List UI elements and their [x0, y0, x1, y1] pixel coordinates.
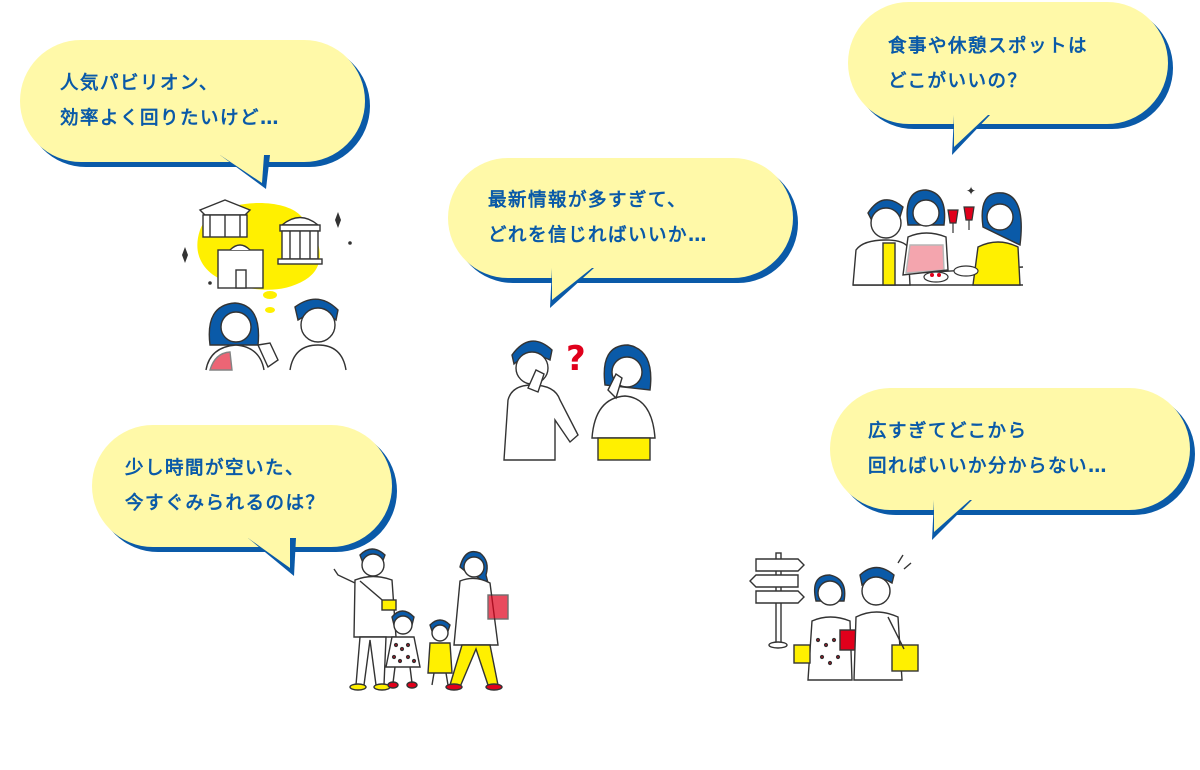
speech-bubble-pavilion: 人気パビリオン、 効率よく回りたいけど… [20, 40, 365, 162]
bubble-pavilion-tail [220, 155, 270, 189]
bubble-time-line1: 少し時間が空いた、 [125, 458, 306, 479]
speech-bubble-food: 食事や休憩スポットは どこがいいの？ [848, 2, 1168, 124]
illustration-dinner-toast: ✦ [852, 184, 1024, 286]
illustration-family-walking [333, 548, 509, 691]
speech-bubble-info: 最新情報が多すぎて、 どれを信じればいいか… [448, 158, 793, 278]
illustration-lost-couple-signpost [749, 552, 919, 681]
bubble-info-tail [550, 268, 594, 308]
bubble-pavilion-line2: 効率よく回りたいけど… [60, 108, 281, 129]
bubble-food-line2: どこがいいの？ [888, 71, 1028, 92]
bubble-food-line1: 食事や休憩スポットは [888, 36, 1089, 57]
bubble-pavilion-line1: 人気パビリオン、 [60, 73, 219, 94]
bubble-time-tail [248, 538, 296, 576]
svg-text:?: ? [566, 339, 586, 379]
bubble-time-line2: 今すぐみられるのは？ [125, 493, 326, 514]
bubble-route-line1: 広すぎてどこから [868, 421, 1028, 442]
illustration-confused-couple: ? [503, 339, 656, 461]
svg-text:✦: ✦ [966, 184, 976, 198]
speech-bubble-time: 少し時間が空いた、 今すぐみられるのは？ [92, 425, 392, 547]
bubble-food-tail [952, 115, 990, 155]
bubble-info-line1: 最新情報が多すぎて、 [488, 190, 688, 211]
speech-bubble-route: 広すぎてどこから 回ればいいか分からない… [830, 388, 1190, 510]
bubble-info-line2: どれを信じればいいか… [488, 225, 709, 246]
illustration-couple-pavilions [182, 199, 352, 371]
bubble-route-line2: 回ればいいか分からない… [868, 456, 1109, 477]
bubble-route-tail [932, 500, 972, 540]
